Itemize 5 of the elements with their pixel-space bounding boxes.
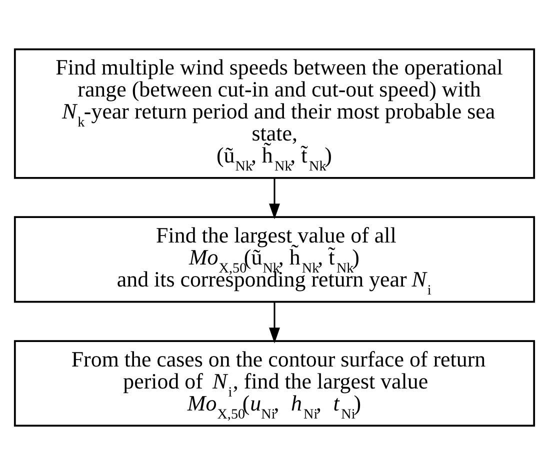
arrow: [269, 302, 280, 344]
arrow: [269, 178, 280, 220]
node-box: Find the largest value of all Mo$_{X,50}$(ũ$_{Nk}$, h̃$_{Nk}$, t̃$_{Nk}$) and its corresponding return year N$_{i}$: [14, 216, 536, 303]
node-box: From the cases on the contour surface of return period of N$_{i}$, find the largest value Mo$_{X,50}$(u$_{Ni}$, h$_{Ni}$, t$_{Ni}$): [14, 340, 536, 427]
node-box: Find multiple wind speeds between the operational range (between cut-in and cut-out speed) with N$_{k}$-year return period and their most probable sea state, (ũ$_{Nk}$, h̃$_{Nk}$, t̃$_{Nk}$): [14, 48, 536, 179]
